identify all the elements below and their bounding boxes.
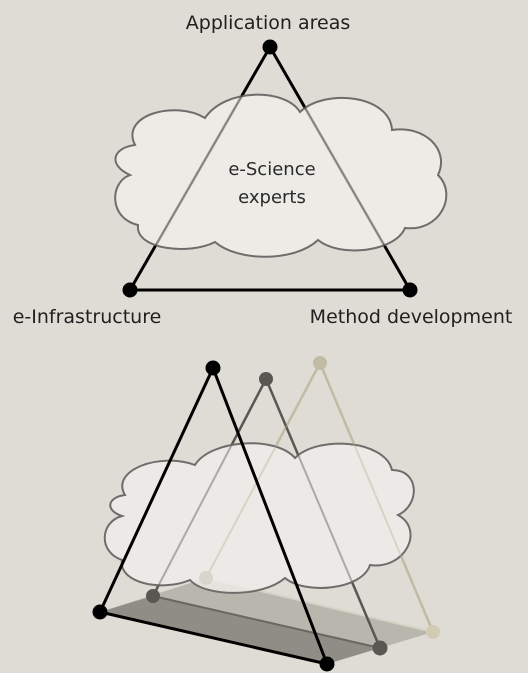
front-vertex-top (205, 360, 221, 376)
top-diagram: Application areas e-Infrastructure Metho… (13, 12, 513, 328)
front-vertex-left (92, 604, 108, 620)
cloud-label-line2: experts (238, 187, 306, 208)
middle-vertex-top (259, 372, 273, 386)
label-e-infrastructure: e-Infrastructure (13, 306, 162, 328)
front-triangle-base (99, 610, 328, 666)
back-vertex-left (199, 571, 213, 585)
cloud-label-line1: e-Science (228, 159, 315, 180)
vertex-application-areas (262, 39, 278, 55)
middle-triangle-base (152, 595, 381, 649)
base-plane-front (100, 596, 380, 664)
vertex-e-infrastructure (122, 282, 138, 298)
bottom-diagram (92, 356, 440, 672)
back-vertex-right (426, 625, 440, 639)
middle-vertex-left (146, 589, 160, 603)
back-vertex-top (313, 356, 327, 370)
label-application-areas: Application areas (186, 12, 350, 34)
bottom-cloud-shape (103, 442, 415, 594)
front-vertex-right (319, 656, 335, 672)
middle-vertex-right (372, 640, 388, 656)
label-method-development: Method development (310, 306, 513, 328)
vertex-method-development (402, 282, 418, 298)
